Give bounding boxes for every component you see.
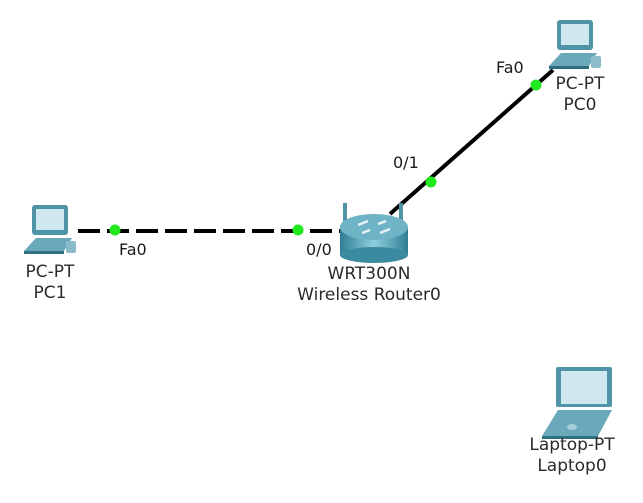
port-label-router0-0-1: 0/1 (393, 153, 419, 172)
device-label-router0: WRT300N Wireless Router0 (284, 264, 454, 306)
port-status-router0-0-0 (292, 224, 304, 236)
port-label-pc0-fa0: Fa0 (496, 58, 524, 77)
device-label-pc1: PC-PT PC1 (18, 262, 82, 304)
laptop-icon[interactable] (542, 367, 612, 439)
device-label-laptop0: Laptop-PT Laptop0 (516, 435, 628, 477)
port-status-pc1-fa0 (109, 224, 121, 236)
device-name: Laptop0 (537, 456, 607, 476)
device-model: Laptop-PT (529, 435, 615, 455)
device-name: PC0 (563, 95, 597, 115)
link-router0-pc0[interactable] (388, 68, 555, 216)
wireless-router-icon[interactable] (340, 203, 408, 263)
device-name: PC1 (33, 283, 67, 303)
port-label-pc1-fa0: Fa0 (119, 240, 147, 259)
port-label-router0-0-0: 0/0 (306, 240, 332, 259)
device-name: Wireless Router0 (297, 285, 441, 305)
device-model: PC-PT (555, 74, 605, 94)
device-label-pc0: PC-PT PC0 (548, 74, 612, 116)
device-model: WRT300N (327, 264, 411, 284)
device-model: PC-PT (25, 262, 75, 282)
port-status-router0-0-1 (425, 176, 437, 188)
port-status-pc0-fa0 (530, 79, 542, 91)
pc-icon[interactable] (24, 205, 76, 254)
pc-icon[interactable] (549, 20, 601, 69)
